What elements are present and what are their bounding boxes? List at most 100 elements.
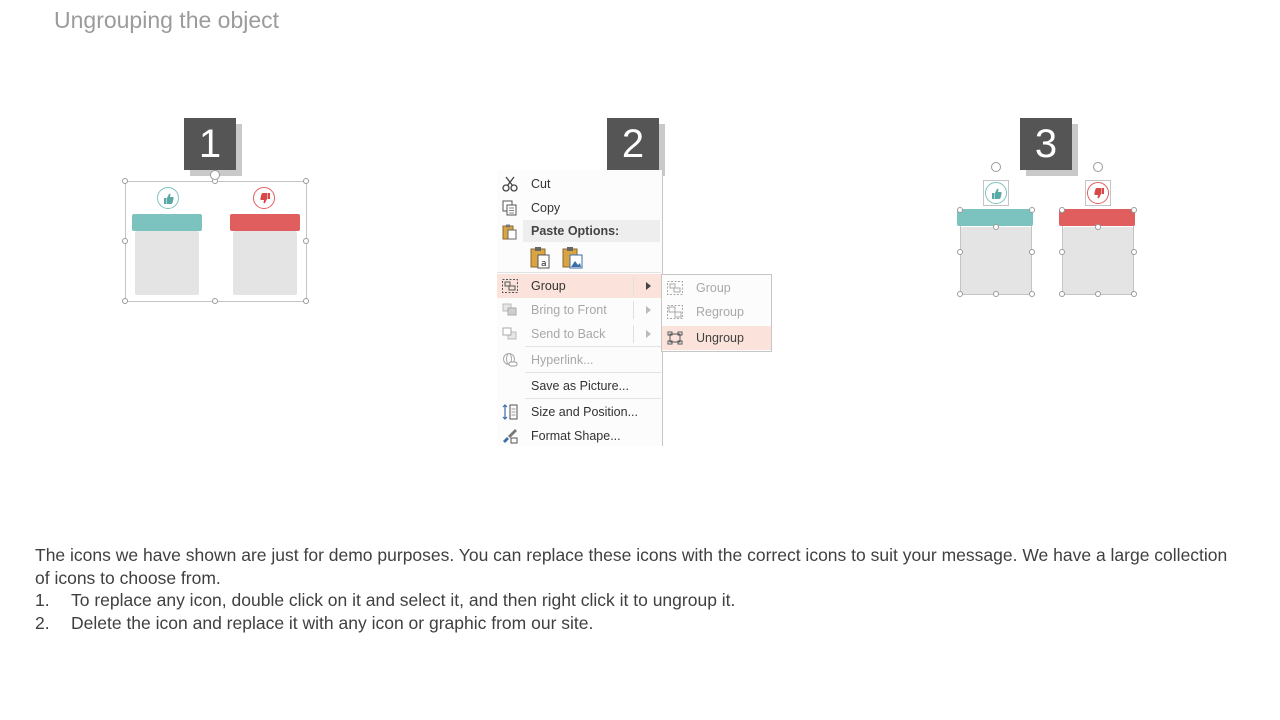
menu-item-format-shape[interactable]: Format Shape... [497, 424, 661, 448]
description-intro: The icons we have shown are just for dem… [35, 545, 1228, 588]
card-body [233, 231, 297, 295]
menu-item-label: Hyperlink... [531, 353, 594, 367]
resize-handle[interactable] [122, 178, 128, 184]
size-position-icon [501, 404, 519, 420]
resize-handle[interactable] [1059, 249, 1065, 255]
resize-handle[interactable] [303, 298, 309, 304]
menu-separator [525, 398, 661, 399]
menu-item-bring-to-front[interactable]: Bring to Front [497, 298, 661, 322]
paste-keep-text-icon[interactable]: a [529, 246, 553, 270]
submenu-item-label: Group [696, 281, 731, 295]
submenu-divider [633, 325, 634, 343]
thumbs-down-icon [253, 187, 275, 209]
list-text: To replace any icon, double click on it … [71, 590, 736, 610]
menu-item-label: Group [531, 279, 566, 293]
resize-handle[interactable] [1131, 207, 1137, 213]
menu-item-label: Format Shape... [531, 429, 621, 443]
copy-icon [501, 200, 519, 216]
group-submenu[interactable]: Group Regroup Ungroup [661, 274, 772, 352]
rotate-handle[interactable] [1093, 162, 1103, 172]
card-header [1059, 209, 1135, 226]
paste-options-label: Paste Options: [531, 224, 620, 238]
rotate-handle[interactable] [991, 162, 1001, 172]
submenu-arrow-icon [646, 282, 651, 290]
context-menu[interactable]: Cut Copy Paste Options: [497, 170, 663, 446]
thumbs-down-icon [1087, 182, 1109, 204]
resize-handle[interactable] [957, 249, 963, 255]
format-shape-icon [501, 428, 519, 444]
menu-item-label: Copy [531, 201, 561, 215]
resize-handle[interactable] [1029, 249, 1035, 255]
card-body [135, 231, 199, 295]
card-header [132, 214, 202, 231]
resize-handle[interactable] [1095, 224, 1101, 230]
resize-handle[interactable] [303, 238, 309, 244]
resize-handle[interactable] [957, 291, 963, 297]
menu-item-label: Cut [531, 177, 551, 191]
paste-picture-icon[interactable] [561, 246, 585, 270]
send-to-back-icon [501, 326, 519, 342]
paste-options-header: Paste Options: [523, 220, 660, 242]
resize-handle[interactable] [1029, 291, 1035, 297]
regroup-icon [666, 304, 684, 320]
card-body [961, 227, 1031, 294]
step-number: 3 [1034, 122, 1058, 166]
rotate-handle[interactable] [210, 170, 220, 180]
submenu-divider [633, 277, 634, 295]
group-icon [501, 278, 519, 294]
submenu-item-ungroup[interactable]: Ungroup [662, 326, 771, 350]
menu-item-size-and-position[interactable]: Size and Position... [497, 400, 661, 424]
clipboard-icon [501, 224, 519, 240]
resize-handle[interactable] [957, 207, 963, 213]
menu-item-hyperlink[interactable]: Hyperlink... [497, 348, 661, 372]
resize-handle[interactable] [303, 178, 309, 184]
menu-item-label: Size and Position... [531, 405, 639, 419]
step-number: 2 [621, 122, 645, 166]
submenu-item-label: Ungroup [696, 331, 744, 345]
resize-handle[interactable] [122, 238, 128, 244]
slide-title: Ungrouping the object [54, 7, 280, 33]
resize-handle[interactable] [122, 298, 128, 304]
submenu-item-regroup[interactable]: Regroup [662, 300, 771, 324]
icon-selection-box[interactable] [983, 180, 1009, 206]
menu-item-copy[interactable]: Copy [497, 196, 661, 220]
submenu-item-group[interactable]: Group [662, 276, 771, 300]
resize-handle[interactable] [1059, 291, 1065, 297]
card-header [230, 214, 300, 231]
list-number: 2. [35, 612, 50, 633]
resize-handle[interactable] [1095, 291, 1101, 297]
step-badge-2: 2 [607, 118, 659, 170]
bring-to-front-icon [501, 302, 519, 318]
menu-item-label: Bring to Front [531, 303, 607, 317]
submenu-divider [633, 301, 634, 319]
resize-handle[interactable] [1131, 249, 1137, 255]
menu-item-save-as-picture[interactable]: Save as Picture... [497, 374, 661, 398]
resize-handle[interactable] [212, 298, 218, 304]
scissors-icon [501, 176, 519, 192]
ungroup-icon [666, 330, 684, 346]
list-text: Delete the icon and replace it with any … [71, 612, 594, 633]
resize-handle[interactable] [1131, 291, 1137, 297]
resize-handle[interactable] [993, 291, 999, 297]
resize-handle[interactable] [1059, 207, 1065, 213]
resize-handle[interactable] [1029, 207, 1035, 213]
thumbs-up-icon [985, 182, 1007, 204]
menu-item-cut[interactable]: Cut [497, 172, 661, 196]
step-badge-3: 3 [1020, 118, 1072, 170]
menu-separator [525, 346, 661, 347]
step-badge-1: 1 [184, 118, 236, 170]
menu-item-send-to-back[interactable]: Send to Back [497, 322, 661, 346]
description: The icons we have shown are just for dem… [35, 544, 1245, 634]
menu-item-label: Save as Picture... [531, 379, 629, 393]
menu-item-group[interactable]: Group [497, 274, 661, 298]
submenu-item-label: Regroup [696, 305, 744, 319]
menu-separator [497, 272, 661, 273]
resize-handle[interactable] [993, 224, 999, 230]
icon-selection-box[interactable] [1085, 180, 1111, 206]
step-number: 1 [198, 122, 222, 166]
list-number: 1. [35, 590, 50, 610]
thumbs-up-icon [157, 187, 179, 209]
card-header [957, 209, 1033, 226]
description-list-item: 2. Delete the icon and replace it with a… [35, 612, 1245, 635]
group-icon [666, 280, 684, 296]
